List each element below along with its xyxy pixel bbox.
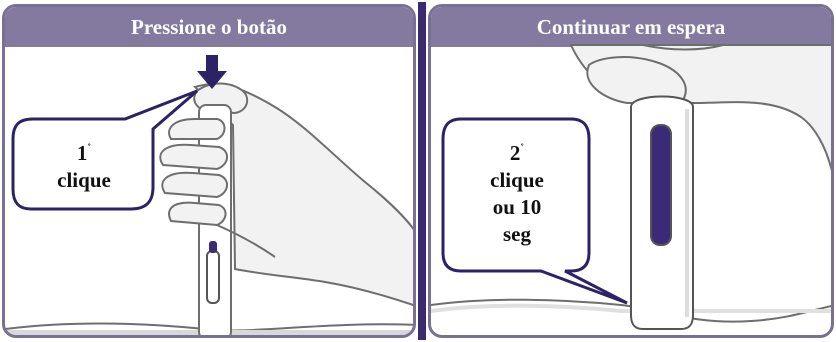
hand-fold [586,56,687,104]
hold-illustration [431,44,831,330]
callout-2-bubble [441,117,628,305]
finger-4 [168,201,227,227]
pen-window [206,250,220,304]
callout-1-number: 1 [76,141,88,165]
callout-2-line-2: ou 10 [492,195,542,219]
pen-window [650,124,672,246]
fingertip [642,44,724,51]
callout-2-line-1: clique [490,168,544,192]
callout-1-text: 1˚ clique [19,135,149,194]
press-illustration [5,55,413,335]
callout-1-line: clique [57,168,111,192]
panel-header: Pressione o botão [5,7,413,47]
ordinal-mark: ˚ [87,142,92,154]
finger-2 [159,143,228,171]
panel-press-button: Pressione o botão [2,4,416,338]
callout-2-number: 2 [509,141,521,165]
ordinal-mark: ˚ [520,142,525,154]
callout-1-bubble [11,89,198,211]
panel-divider [418,2,426,340]
panel-continue-holding: Continuar em espera 2˚ clique ou 10 seg [428,4,834,338]
callout-2-line-3: seg [503,222,531,246]
panel-header: Continuar em espera [431,7,831,47]
down-arrow-icon [197,55,227,89]
finger-3 [161,171,228,199]
callout-2-text: 2˚ clique ou 10 seg [447,135,587,248]
finger-1 [168,118,226,140]
hand-shape [193,83,413,307]
